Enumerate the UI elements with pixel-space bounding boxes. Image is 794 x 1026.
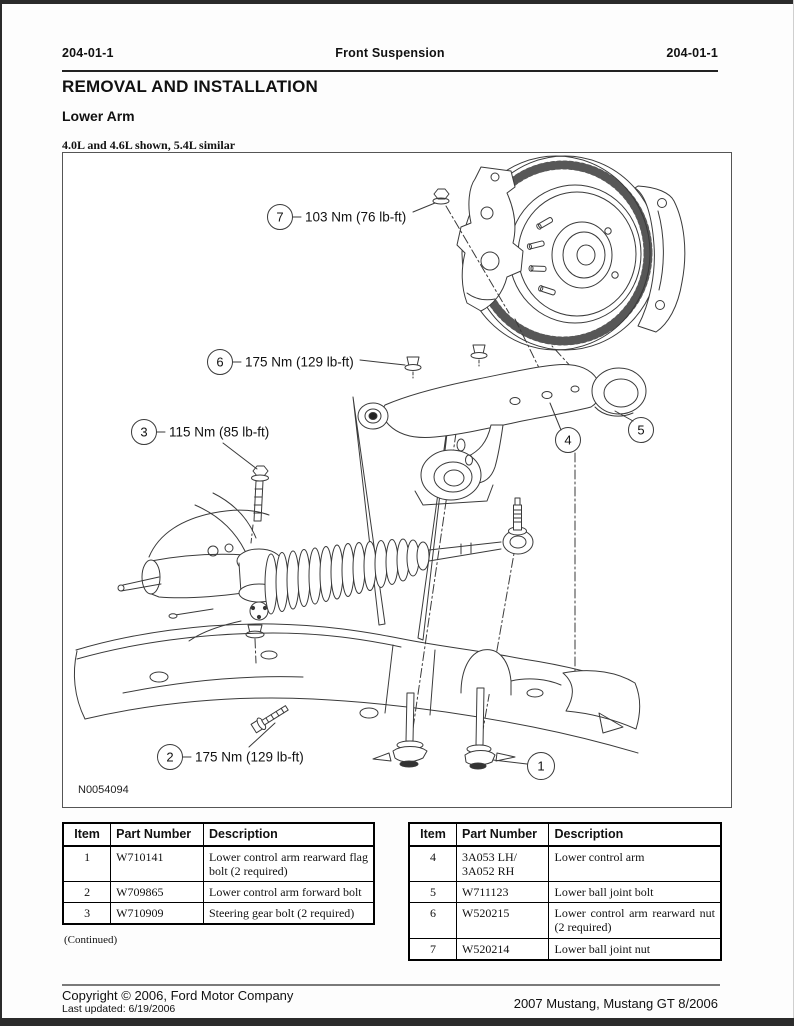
figure-box: 7 103 Nm (76 lb-ft) 6 175 Nm (129 lb-ft)…	[62, 152, 732, 808]
callout-torque-label: 175 Nm (129 lb-ft)	[195, 750, 304, 765]
description-cell: Steering gear bolt (2 required)	[203, 902, 375, 925]
callout-torque-label: 103 Nm (76 lb-ft)	[305, 210, 406, 225]
part-number-cell: W520215	[456, 902, 550, 939]
lower-control-arm	[357, 364, 647, 506]
page-title: REMOVAL AND INSTALLATION	[62, 77, 319, 96]
part-number-cell: W710141	[110, 845, 204, 883]
header-chapter-title: Front Suspension	[335, 46, 445, 60]
column-header-item: Item	[62, 822, 112, 847]
description-cell: Lower ball joint nut	[548, 937, 722, 961]
table-row: 4 3A053 LH/ 3A052 RH Lower control arm	[408, 845, 722, 883]
item-cell: 6	[408, 902, 458, 939]
description-cell: Lower control arm	[548, 845, 722, 883]
brake-caliper-anchor	[634, 185, 686, 333]
wheel-studs	[526, 217, 556, 296]
callout-6	[207, 349, 406, 375]
figure-code: N0054094	[78, 784, 129, 796]
footer-rule	[62, 984, 720, 986]
item-cell: 2	[62, 881, 112, 904]
wheel-hub	[551, 221, 613, 289]
header-rule	[62, 70, 718, 72]
bolt-item-2	[250, 705, 289, 734]
callout-number: 4	[564, 433, 571, 448]
table-row: 5 W711123 Lower ball joint bolt	[408, 881, 722, 904]
subframe	[73, 623, 641, 754]
header-section-number-right: 204-01-1	[666, 46, 718, 60]
callout-number: 7	[276, 210, 283, 225]
table-header-row: Item Part Number Description	[408, 822, 722, 847]
parts-table-right: Item Part Number Description 4 3A053 LH/…	[408, 822, 722, 961]
flag-bolt-item-1	[464, 687, 516, 770]
page-edge-bottom	[0, 1018, 794, 1026]
item-cell: 3	[62, 902, 112, 925]
subsection-title: Lower Arm	[62, 108, 135, 124]
table-row: 6 W520215 Lower control arm rearward nut…	[408, 902, 722, 939]
callout-torque-label: 115 Nm (85 lb-ft)	[169, 425, 269, 440]
callout-2	[157, 722, 276, 770]
header-section-number-left: 204-01-1	[62, 46, 114, 60]
nut-item-7	[432, 188, 450, 205]
rear-bushing	[591, 367, 647, 415]
item-cell: 1	[62, 845, 112, 883]
callout-1	[492, 752, 555, 780]
part-number-cell: W709865	[110, 881, 204, 904]
callout-torque-label: 175 Nm (129 lb-ft)	[245, 355, 354, 370]
page-edge-top	[0, 0, 794, 4]
bolt-item-3	[250, 465, 269, 544]
suspension-diagram: 7 103 Nm (76 lb-ft) 6 175 Nm (129 lb-ft)…	[73, 155, 686, 780]
description-cell: Lower control arm forward bolt	[203, 881, 375, 904]
callout-number: 2	[166, 750, 173, 765]
part-number-cell: W711123	[456, 881, 550, 904]
footer-copyright: Copyright © 2006, Ford Motor Company	[62, 988, 294, 1003]
column-header-description: Description	[203, 822, 375, 847]
item-cell: 4	[408, 845, 458, 883]
steering-gear-boot	[264, 538, 430, 615]
callout-3	[131, 419, 258, 470]
column-header-item: Item	[408, 822, 458, 847]
figure-caption: 4.0L and 4.6L shown, 5.4L similar	[62, 138, 236, 152]
brake-rotor	[461, 155, 660, 351]
callout-5	[614, 410, 654, 443]
flag-bolt-a	[372, 692, 428, 768]
item-cell: 5	[408, 881, 458, 904]
footer-last-updated: Last updated: 6/19/2006	[62, 1003, 176, 1015]
tie-rod	[428, 497, 534, 562]
description-cell: Lower control arm rearward flag bolt (2 …	[203, 845, 375, 883]
part-number-cell: W710909	[110, 902, 204, 925]
callout-number: 1	[537, 759, 544, 774]
column-header-description: Description	[548, 822, 722, 847]
item-cell: 7	[408, 937, 458, 961]
rack-mount-nut	[245, 624, 265, 639]
column-header-part-number: Part Number	[110, 822, 204, 847]
description-cell: Lower control arm rearward nut (2 requir…	[548, 902, 722, 939]
table-row: 2 W709865 Lower control arm forward bolt	[62, 881, 375, 904]
callout-number: 3	[140, 425, 147, 440]
steering-knuckle	[456, 166, 524, 312]
part-number-cell: W520214	[456, 937, 550, 961]
column-header-part-number: Part Number	[456, 822, 550, 847]
table-continued-note: (Continued)	[64, 934, 118, 946]
running-header: 204-01-1 Front Suspension 204-01-1	[62, 46, 718, 60]
callout-7	[267, 202, 436, 230]
description-cell: Lower ball joint bolt	[548, 881, 722, 904]
footer-publication: 2007 Mustang, Mustang GT 8/2006	[513, 996, 718, 1011]
page-edge-left	[0, 0, 2, 1026]
flange-nut-item-6-b	[470, 344, 488, 367]
callout-number: 5	[637, 423, 644, 438]
callout-4	[549, 402, 581, 453]
flange-nut-item-6-a	[404, 356, 422, 379]
table-row: 7 W520214 Lower ball joint nut	[408, 937, 722, 961]
table-header-row: Item Part Number Description	[62, 822, 375, 847]
table-row: 1 W710141 Lower control arm rearward fla…	[62, 845, 375, 883]
parts-table-left: Item Part Number Description 1 W710141 L…	[62, 822, 375, 926]
table-row: 3 W710909 Steering gear bolt (2 required…	[62, 902, 375, 925]
callout-number: 6	[216, 355, 223, 370]
part-number-cell: 3A053 LH/ 3A052 RH	[456, 845, 550, 883]
